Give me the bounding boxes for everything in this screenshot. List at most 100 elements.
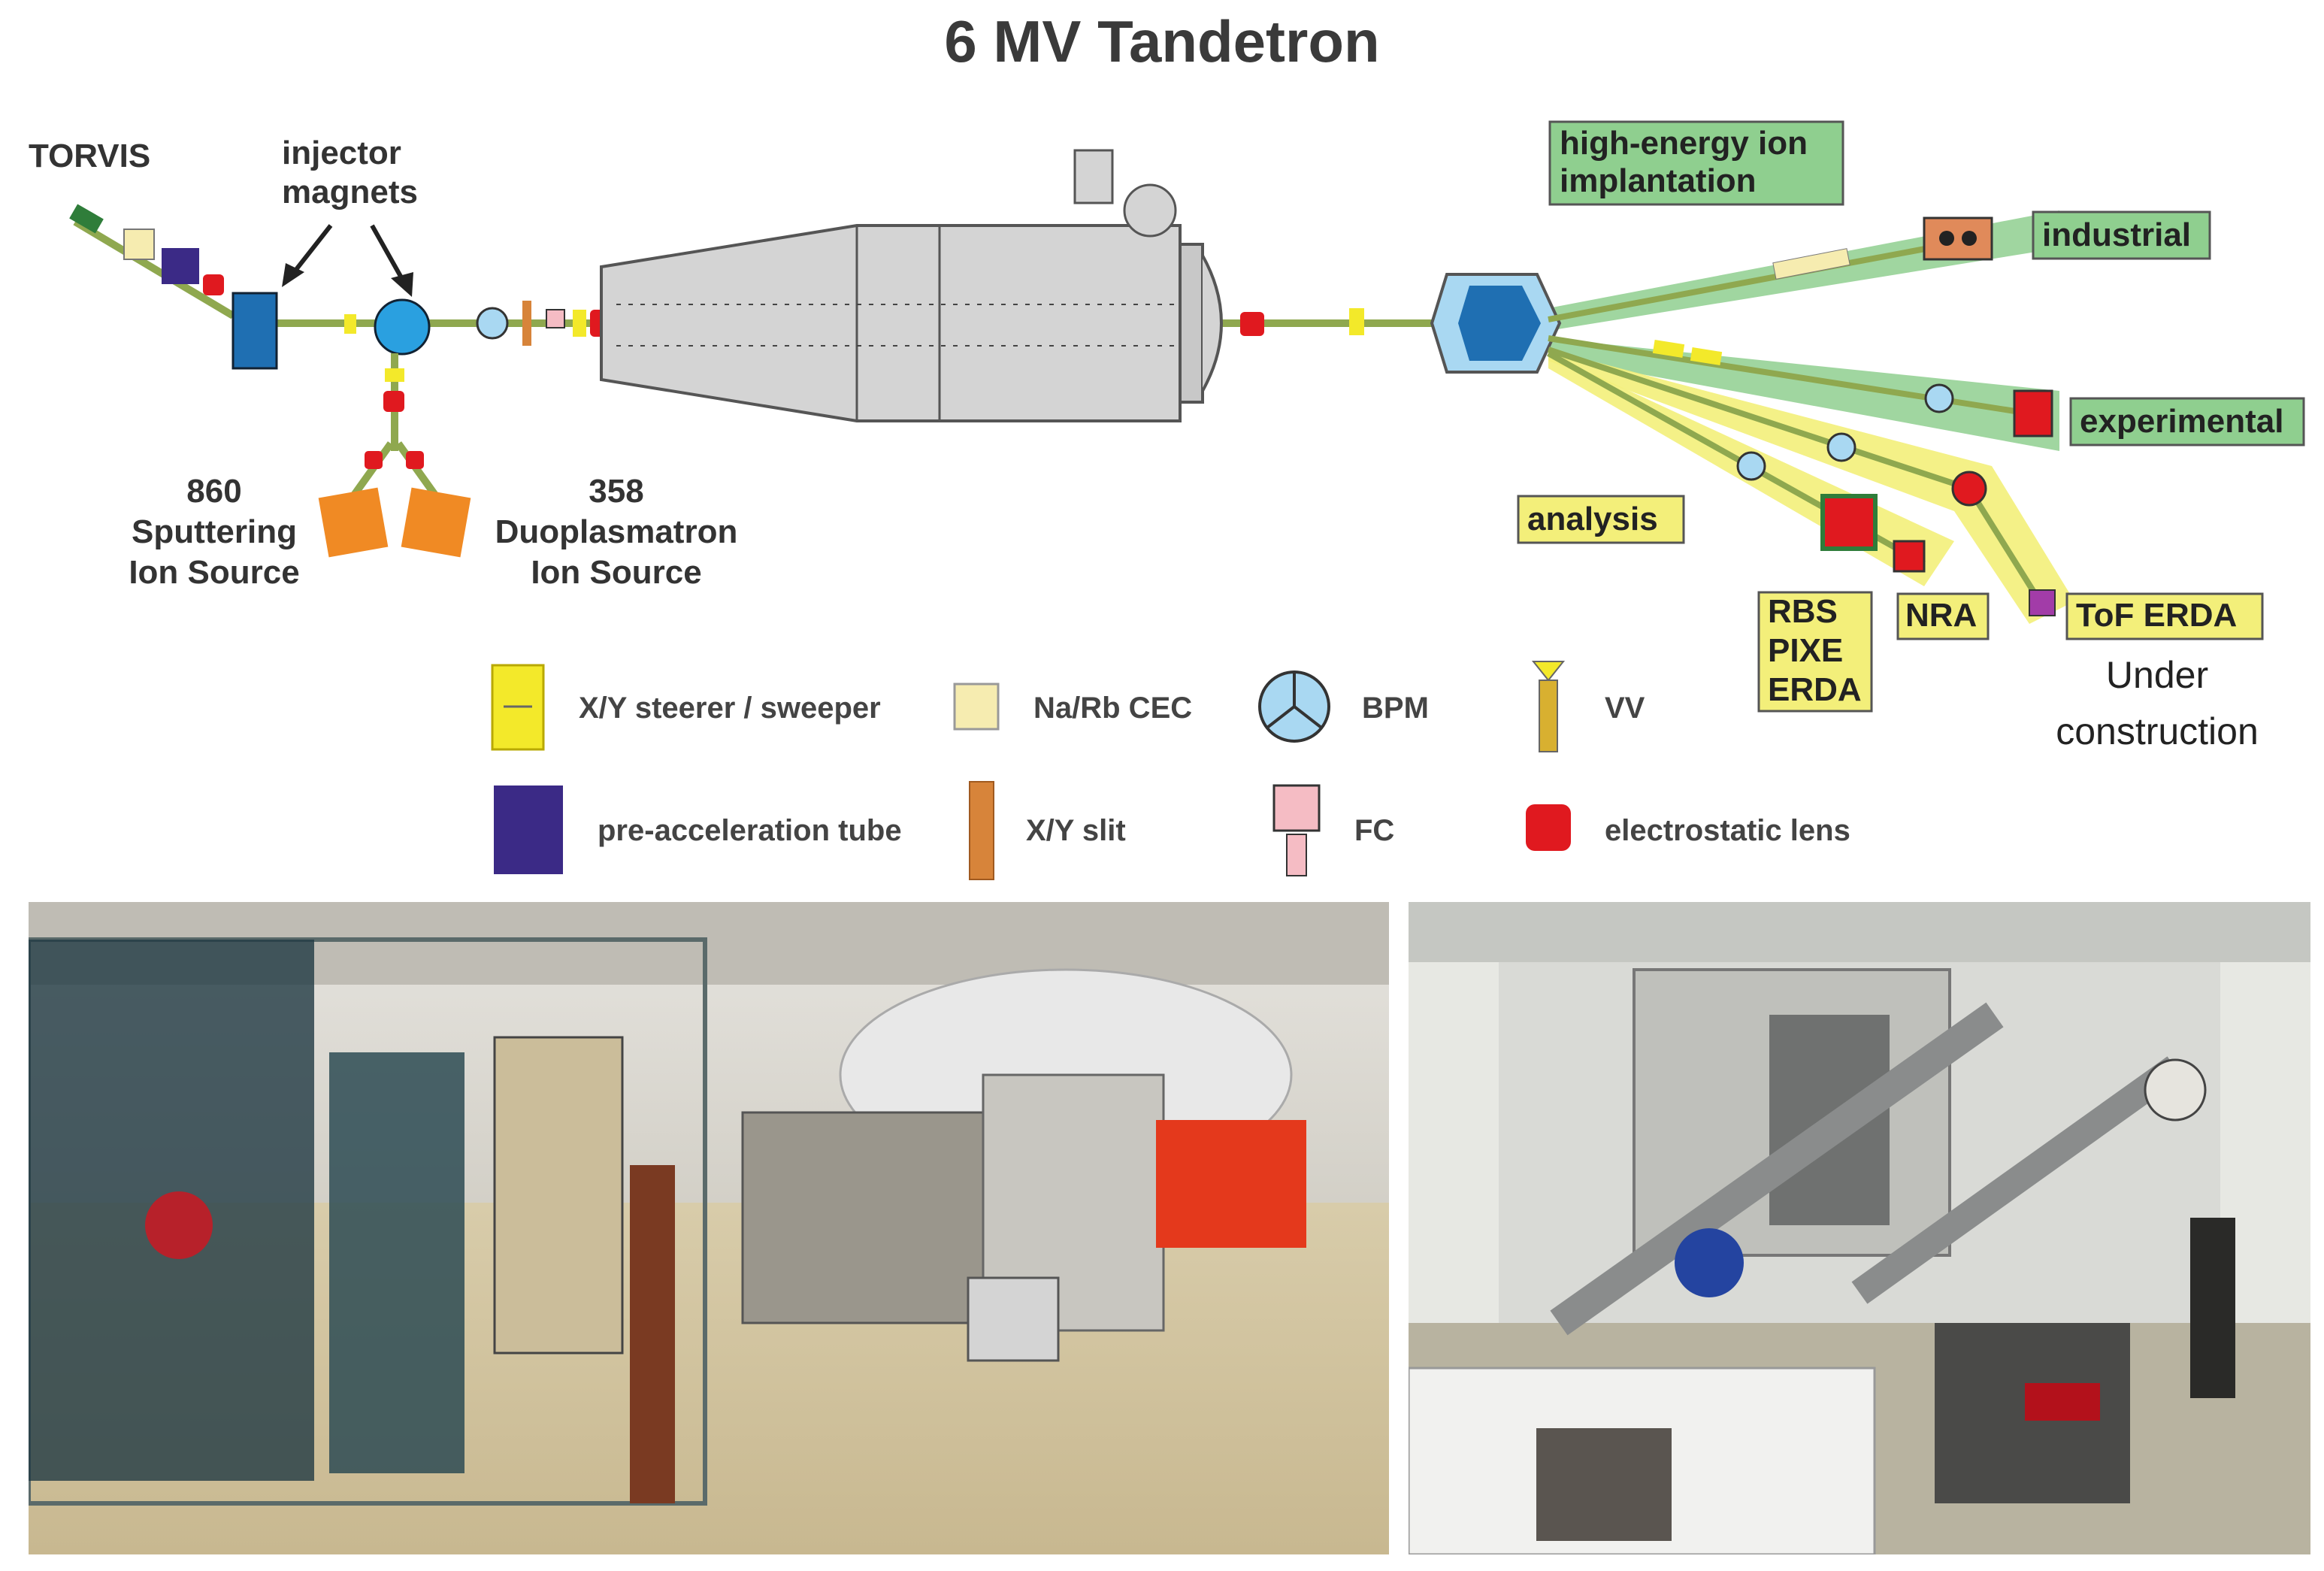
injector-magnet-2 [374,298,431,356]
exp-chamber [2013,389,2053,437]
box-analysis [1517,495,1685,544]
label-nra: NRA [1905,597,1977,634]
label-under: Under [2106,654,2208,696]
branch-lens-3 [406,451,424,469]
legend-vv-text: VV [1605,692,1645,725]
legend-bpm-line-2 [1266,705,1296,729]
label-860-2: Ion Source [129,554,299,591]
exp-bpm [1924,383,1954,413]
injector-magnet-1 [231,292,278,370]
label-injector-1: injector [282,135,401,171]
legend-fc-icon [1272,784,1321,832]
label-358-num: 358 [589,473,643,510]
legend-cec-text: Na/Rb CEC [1033,692,1192,725]
diagram-title: 6 MV Tandetron [944,8,1380,74]
legend-bpm-text: BPM [1362,692,1429,725]
tof-lens [1951,471,1987,507]
photo-beamline-room [1409,902,2310,1554]
injector-arrow-2 [370,224,408,287]
steerer-3 [1349,308,1364,335]
switching-magnet-core [1458,286,1541,361]
label-rbs: RBS [1768,593,1838,630]
beamline-industrial [1548,238,1970,322]
legend-slit-icon [969,781,994,880]
torvis-preacc [162,248,199,284]
label-358-2: Ion Source [531,554,701,591]
source-branch-left [350,441,395,498]
label-industrial: industrial [2042,216,2191,253]
label-erda: ERDA [1768,671,1862,708]
duoplasmatron-source [401,487,471,558]
branch-lens-2 [365,451,383,469]
lens-2 [1240,312,1264,336]
injector-arrowhead-2 [391,272,413,297]
steerer-2 [344,314,356,334]
accelerator-tank [600,224,1182,422]
label-high-energy-1: high-energy ion [1560,125,1808,162]
label-torvis: TORVIS [29,138,150,174]
label-358-1: Duoplasmatron [495,513,738,550]
label-860-1: Sputtering [132,513,297,550]
band-experimental [1548,338,2059,451]
box-industrial [2032,210,2211,260]
legend-vv-stem [1539,680,1558,752]
industrial-dot-2 [1962,231,1977,246]
box-high-energy [1548,120,1844,206]
tof-bpm [1826,432,1856,462]
steerer-1 [573,310,586,337]
legend-cec-icon [953,683,1000,731]
label-injector-2: magnets [282,174,418,210]
box-nra [1896,592,1990,640]
sputtering-source [318,487,389,558]
beamline-tof-2 [1966,486,2047,611]
slit-1 [522,301,531,346]
tank-top-sphere [1123,183,1177,238]
tank-endcap [1179,243,1204,404]
box-tof-erda [2065,592,2264,640]
legend-fc-stem [1286,834,1307,876]
tof-chamber [2029,589,2056,616]
legend-preacc-text: pre-acceleration tube [598,814,902,847]
nra-chamber [1893,540,1926,573]
industrial-chamber [1923,216,1993,261]
legend-bpm-line-3 [1293,705,1323,729]
industrial-cec [1772,248,1850,280]
legend-fc-text: FC [1354,814,1394,847]
label-tof-erda: ToF ERDA [2076,597,2237,634]
legend-steerer-text: X/Y steerer / sweeper [579,692,881,725]
analysis-bpm [1736,451,1766,481]
legend-slit-text: X/Y slit [1026,814,1126,847]
industrial-dot-1 [1939,231,1954,246]
legend-preacc-icon [494,786,563,874]
exp-steerer-1 [1652,339,1685,359]
fc-1 [546,309,565,328]
label-construction: construction [2056,710,2259,752]
box-experimental [2069,397,2305,446]
legend-vv-icon [1531,661,1566,682]
tank-top-box [1073,149,1114,204]
bpm-1 [476,307,509,340]
label-experimental: experimental [2080,403,2283,440]
source-branch-right [395,441,440,498]
torvis-lens [203,274,224,295]
photo-accelerator-hall [29,902,1389,1554]
torvis-source [69,204,104,234]
torvis-cec [123,229,155,260]
photo-beampipe [1550,1002,2004,1336]
tank-dome [1201,255,1223,392]
beamline-schematic: TORVIS injector magnets 860 Sputtering I… [29,120,2305,880]
beamline-tof [1547,347,1971,492]
label-high-energy-2: implantation [1560,162,1757,199]
label-860-num: 860 [186,473,241,510]
exp-steerer-2 [1690,347,1723,366]
label-analysis: analysis [1527,501,1658,537]
injector-arrowhead-1 [282,263,304,287]
box-rbs [1757,591,1873,713]
branch-steerer [385,368,404,382]
rbs-chamber [1820,494,1878,551]
branch-lens-1 [383,391,404,412]
beam-pipe-torvis [73,218,235,319]
legend-lens-text: electrostatic lens [1605,814,1850,847]
label-pixe: PIXE [1768,632,1843,669]
legend-lens-icon [1526,804,1571,851]
